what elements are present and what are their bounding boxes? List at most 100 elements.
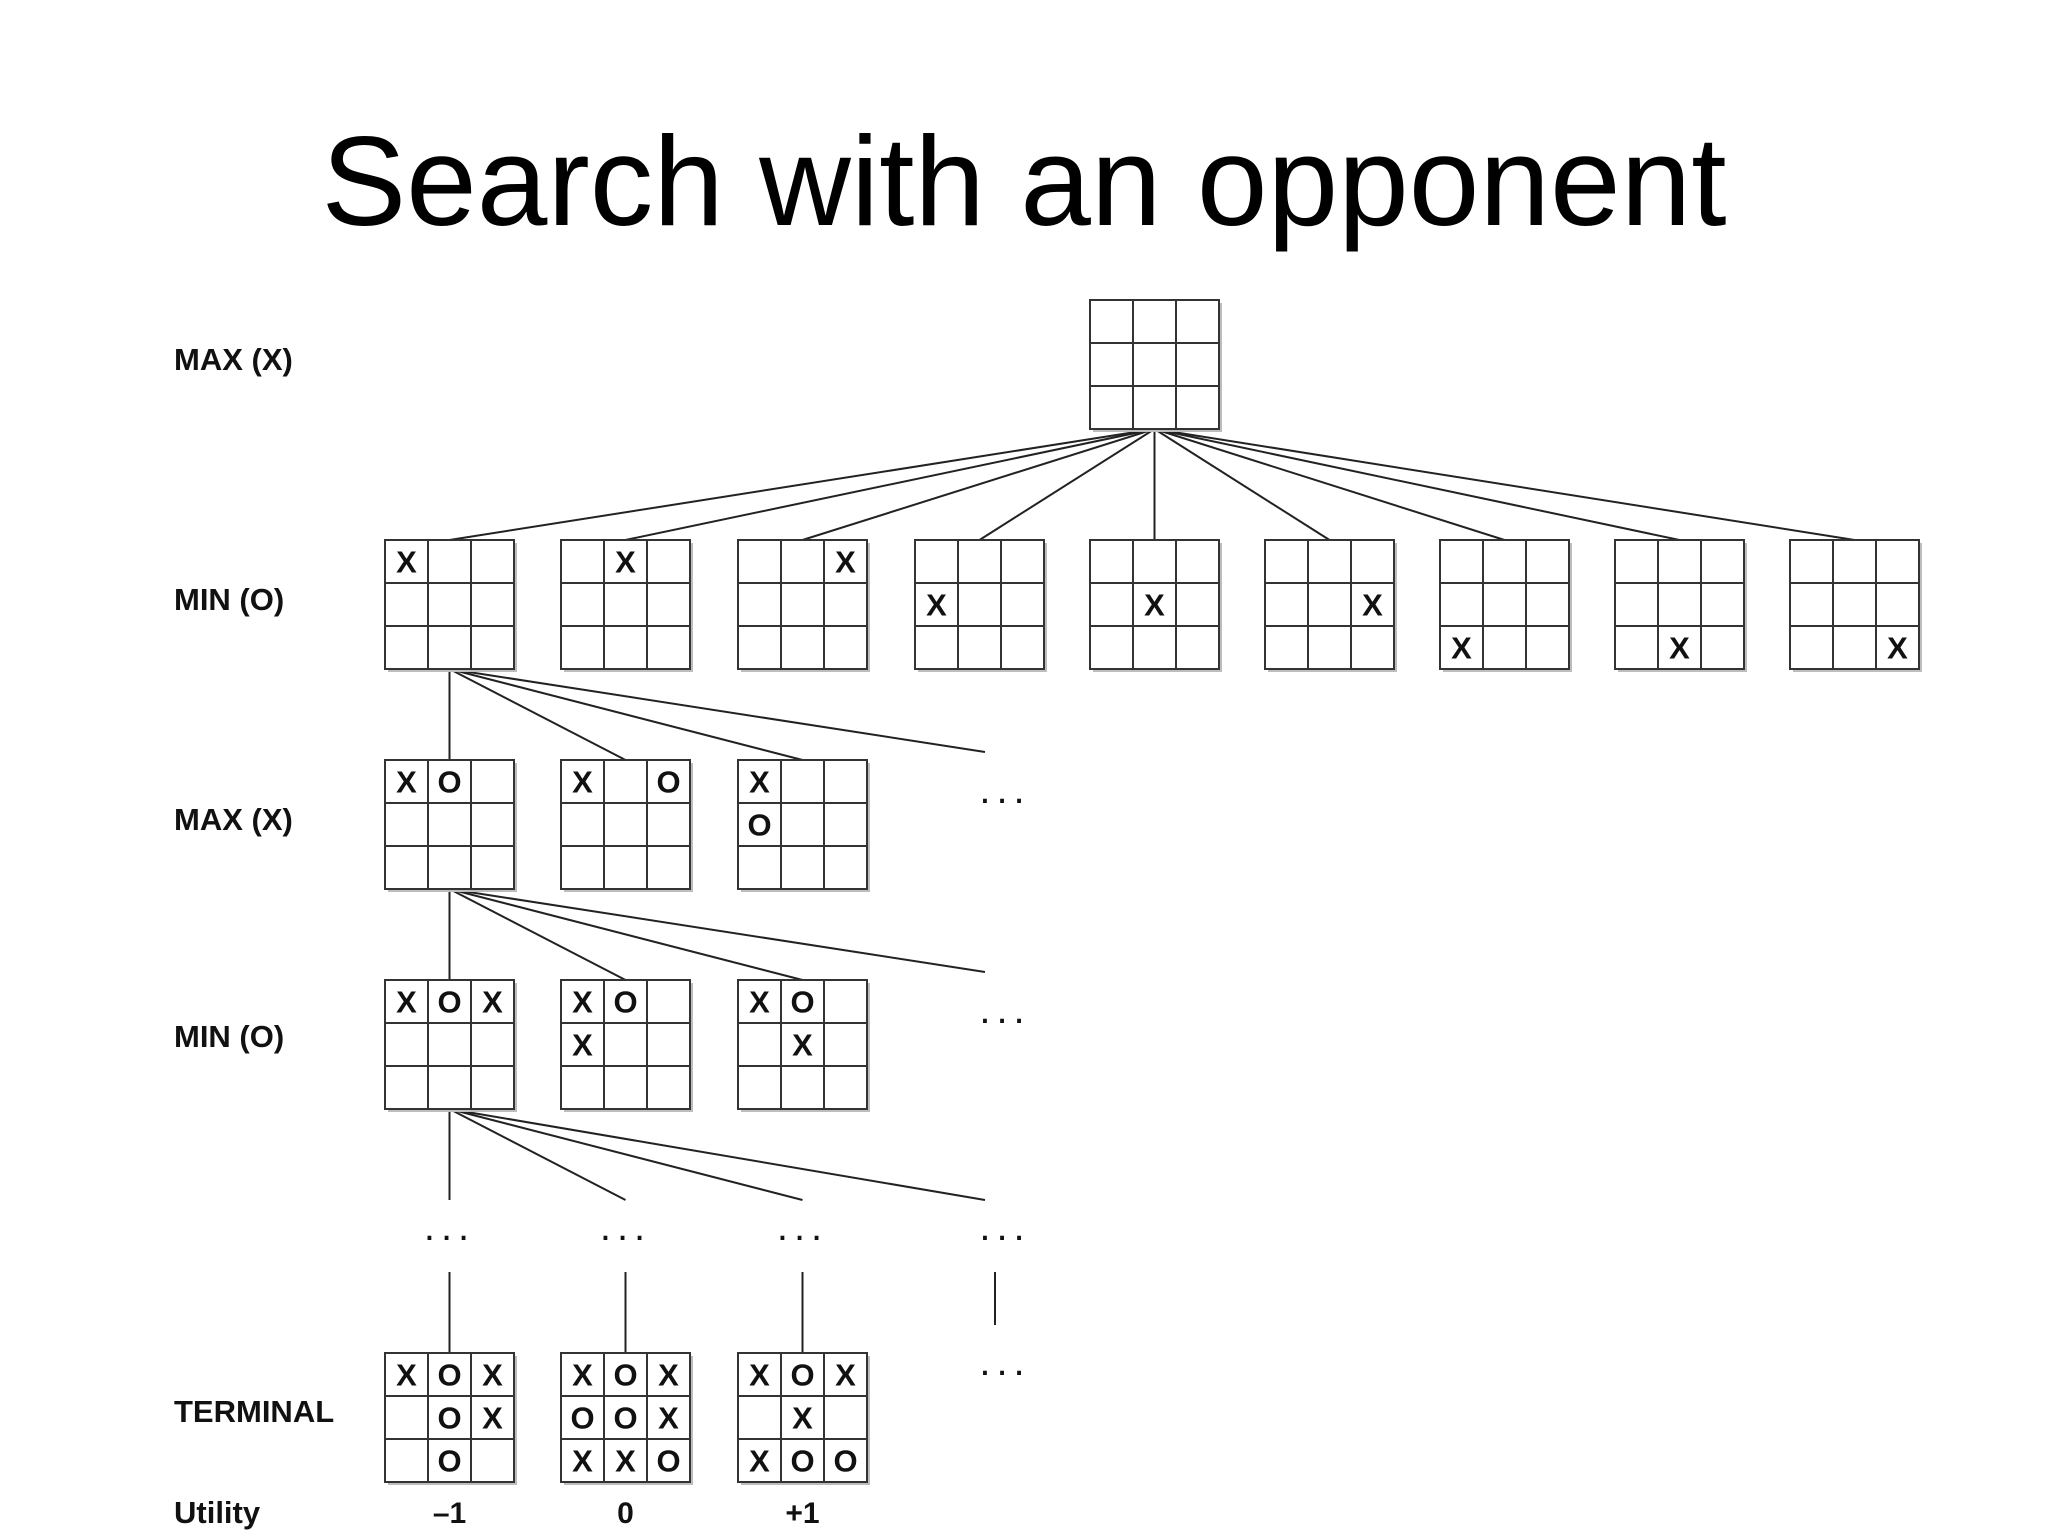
board-frame — [1089, 299, 1220, 430]
x-mark: X — [658, 1358, 679, 1393]
x-mark: X — [482, 1358, 503, 1393]
board-ply1: X — [560, 539, 693, 672]
ellipsis-ply3: ... — [979, 988, 1030, 1032]
tree-edge — [625, 428, 1155, 541]
ellipsis-row: ... — [424, 1205, 475, 1249]
tree-edge — [449, 668, 986, 753]
board-ply1: X — [737, 539, 870, 672]
x-mark: X — [396, 1358, 417, 1393]
ellipsis-row: ... — [600, 1205, 651, 1249]
x-mark: X — [482, 1401, 503, 1436]
ellipsis-row: ... — [979, 1205, 1030, 1249]
x-mark: X — [396, 765, 417, 800]
o-mark: O — [656, 765, 680, 800]
utility-value: +1 — [785, 1497, 819, 1530]
slide-title: Search with an opponent — [321, 110, 1727, 252]
board-frame — [384, 759, 515, 890]
o-mark: O — [613, 985, 637, 1020]
board-ply1: X — [1089, 539, 1222, 672]
board-ply1: X — [384, 539, 517, 672]
tree-edge — [449, 888, 626, 981]
o-mark: O — [437, 1358, 461, 1393]
tree-edge — [449, 1108, 626, 1201]
utility-value: 0 — [617, 1497, 634, 1530]
x-mark: X — [1451, 631, 1472, 666]
x-mark: X — [749, 1444, 770, 1479]
x-mark: X — [749, 765, 770, 800]
tree-edge — [449, 1108, 803, 1201]
x-mark: X — [749, 985, 770, 1020]
x-mark: X — [396, 545, 417, 580]
o-mark: O — [437, 765, 461, 800]
x-mark: X — [926, 588, 947, 623]
tree-edge — [449, 888, 803, 981]
board-frame — [1789, 539, 1920, 670]
board-frame — [1614, 539, 1745, 670]
x-mark: X — [572, 985, 593, 1020]
ellipsis-ply2: ... — [979, 768, 1030, 812]
x-mark: X — [1362, 588, 1383, 623]
x-mark: X — [572, 765, 593, 800]
x-mark: X — [615, 1444, 636, 1479]
board-frame — [914, 539, 1045, 670]
x-mark: X — [572, 1028, 593, 1063]
o-mark: O — [747, 808, 771, 843]
board-frame — [560, 979, 691, 1110]
board-frame — [1439, 539, 1570, 670]
board-frame — [737, 539, 868, 670]
board-frame — [384, 1352, 515, 1483]
o-mark: O — [613, 1401, 637, 1436]
o-mark: O — [437, 1401, 461, 1436]
tree-edge — [1154, 428, 1680, 541]
board-frame — [384, 979, 515, 1110]
x-mark: X — [792, 1401, 813, 1436]
o-mark: O — [613, 1358, 637, 1393]
utility-value: –1 — [433, 1497, 466, 1530]
level-label-ply1: MIN (O) — [174, 582, 284, 617]
board-ply1: X — [914, 539, 1047, 672]
o-mark: O — [656, 1444, 680, 1479]
x-mark: X — [835, 1358, 856, 1393]
x-mark: X — [615, 545, 636, 580]
x-mark: X — [792, 1028, 813, 1063]
o-mark: O — [790, 985, 814, 1020]
ellipsis-terminal: ... — [979, 1340, 1030, 1384]
x-mark: X — [1887, 631, 1908, 666]
tree-edge — [802, 428, 1155, 541]
o-mark: O — [790, 1358, 814, 1393]
tree-edge — [978, 428, 1156, 541]
board-frame — [384, 539, 515, 670]
level-label-ply3: MIN (O) — [174, 1019, 284, 1054]
board-frame — [560, 1352, 691, 1483]
board-frame — [560, 759, 691, 890]
x-mark: X — [572, 1444, 593, 1479]
level-label-root: MAX (X) — [174, 342, 293, 377]
x-mark: X — [835, 545, 856, 580]
tree-edge — [449, 428, 1155, 541]
x-mark: X — [658, 1401, 679, 1436]
board-ply1: X — [1264, 539, 1397, 672]
x-mark: X — [396, 985, 417, 1020]
level-label-utility: Utility — [174, 1495, 261, 1530]
ellipsis-row: ... — [777, 1205, 828, 1249]
board-frame — [737, 1352, 868, 1483]
o-mark: O — [437, 1444, 461, 1479]
o-mark: O — [437, 985, 461, 1020]
x-mark: X — [749, 1358, 770, 1393]
tree-edge — [449, 668, 803, 761]
level-label-ply2: MAX (X) — [174, 802, 293, 837]
tree-edge — [1154, 428, 1855, 541]
level-label-terminal: TERMINAL — [174, 1394, 334, 1429]
tree-edge — [449, 1108, 986, 1201]
board-ply1: X — [1789, 539, 1922, 672]
o-mark: O — [790, 1444, 814, 1479]
board-frame — [560, 539, 691, 670]
